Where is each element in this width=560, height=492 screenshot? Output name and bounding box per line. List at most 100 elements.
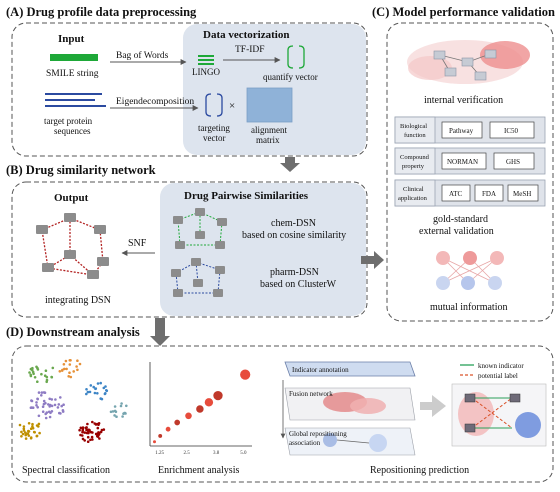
mutual-information-label: mutual information (430, 302, 508, 313)
enrichment-point (165, 426, 171, 432)
global-repositioning-label-line2: association (289, 439, 321, 447)
spectral-cluster-illustration (18, 359, 128, 444)
arrow-b-to-d (150, 318, 170, 346)
cluster-point (59, 412, 62, 415)
cluster-point (18, 423, 22, 427)
cluster-point (33, 431, 36, 434)
svg-text:IC50: IC50 (504, 127, 519, 135)
alignment-label-line2: matrix (256, 135, 280, 145)
cluster-point (51, 366, 55, 370)
enrichment-point (213, 390, 223, 401)
svg-text:Compound: Compound (400, 154, 430, 161)
cluster-point (81, 437, 85, 441)
cluster-point (29, 374, 33, 378)
lingo-icon (198, 55, 214, 65)
internal-verification-illustration (407, 40, 530, 84)
cluster-point (45, 378, 49, 382)
svg-text:application: application (398, 195, 428, 202)
cluster-point (81, 426, 85, 429)
cluster-point (111, 410, 115, 413)
repositioning-illustration (280, 361, 416, 456)
cluster-point (27, 422, 31, 425)
cluster-point (91, 438, 94, 441)
pairwise-label: Drug Pairwise Similarities (184, 190, 309, 202)
cluster-point (30, 399, 33, 402)
cluster-point (40, 391, 44, 394)
protein-label-line2: sequences (54, 126, 91, 136)
enrichment-point (185, 412, 192, 420)
cluster-point (57, 403, 61, 406)
cluster-point (119, 404, 123, 408)
enrichment-tick-label: 5.0 (240, 451, 247, 456)
svg-text:Clinical: Clinical (403, 186, 424, 193)
cluster-point (88, 390, 92, 394)
enrichment-point (153, 440, 156, 444)
protein-sequence-lines (45, 93, 106, 107)
cluster-point (85, 392, 88, 396)
cluster-point (20, 435, 23, 438)
enrichment-tick-label: 2.5 (184, 451, 191, 456)
cluster-point (37, 422, 41, 426)
cluster-point (40, 372, 43, 376)
output-label: Output (54, 192, 89, 204)
cluster-point (40, 394, 43, 397)
alignment-label-line1: alignment (251, 125, 287, 135)
cluster-point (35, 404, 38, 407)
cluster-point (65, 367, 68, 371)
cluster-point (59, 396, 62, 399)
integrating-dsn-label: integrating DSN (45, 295, 111, 306)
cluster-point (75, 365, 78, 368)
prediction-network (451, 383, 547, 447)
cluster-point (37, 391, 41, 394)
cluster-point (95, 432, 98, 436)
cluster-point (26, 432, 30, 435)
cluster-point (109, 410, 113, 414)
cluster-point (28, 371, 31, 374)
arrow-b-to-c (361, 251, 384, 269)
cluster-point (35, 434, 39, 438)
cluster-point (42, 402, 46, 406)
cluster-point (36, 397, 39, 401)
cluster-point (36, 380, 39, 384)
cluster-point (35, 365, 38, 369)
cluster-point (50, 410, 54, 413)
cluster-point (96, 426, 100, 430)
cluster-point (29, 436, 33, 439)
cluster-point (124, 412, 127, 415)
cluster-point (50, 398, 54, 401)
enrichment-point (240, 369, 251, 380)
cluster-point (61, 368, 64, 372)
cluster-point (38, 431, 41, 435)
enrichment-point (174, 419, 181, 426)
cluster-point (86, 440, 90, 444)
legend-known-label: known indicator (478, 362, 524, 370)
chem-dsn-label-line1: chem-DSN (271, 218, 316, 229)
cluster-point (97, 434, 100, 437)
cluster-point (21, 432, 25, 436)
cluster-point (31, 422, 34, 426)
cluster-point (105, 389, 108, 392)
cluster-point (61, 409, 65, 412)
legend-potential-label: potential label (478, 372, 518, 380)
cluster-point (86, 422, 89, 426)
cluster-point (64, 359, 68, 363)
targeting-label-line1: targeting (198, 123, 230, 133)
panel-c-frame (386, 22, 554, 322)
cluster-point (41, 405, 45, 409)
cluster-point (62, 403, 65, 407)
cluster-point (86, 435, 90, 439)
indicator-annotation-label: Indicator annotation (292, 366, 349, 374)
snf-label: SNF (128, 238, 147, 249)
cluster-point (81, 434, 84, 437)
cluster-point (67, 375, 70, 378)
cluster-point (72, 370, 75, 373)
pharm-dsn-label-line2: based on ClusterW (260, 279, 337, 290)
enrichment-point (204, 398, 214, 407)
pharm-dsn-network (171, 258, 225, 297)
cluster-point (56, 406, 60, 409)
cluster-point (35, 401, 38, 404)
cluster-point (27, 434, 31, 437)
cluster-point (60, 404, 63, 408)
panel-a-frame (11, 22, 368, 157)
tfidf-label: TF-IDF (235, 45, 265, 55)
